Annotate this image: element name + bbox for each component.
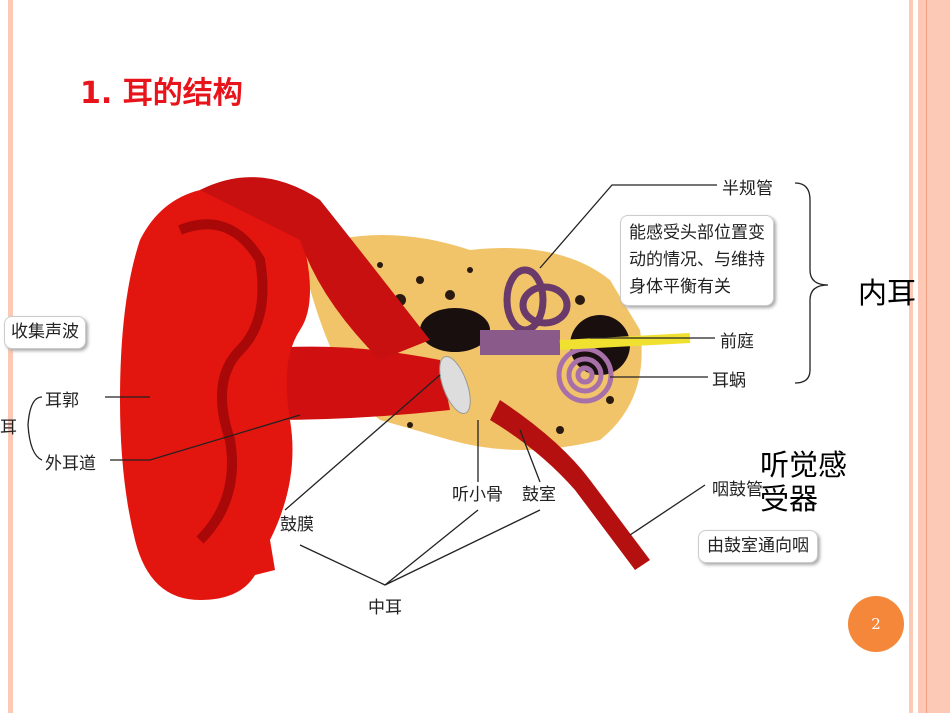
ear-canal	[250, 346, 450, 420]
note-line: 能感受头部位置变	[629, 223, 765, 243]
label-inner-ear: 内耳	[858, 276, 917, 310]
note-line: 动的情况、与维持	[629, 250, 765, 270]
eardrum	[439, 356, 471, 414]
leader-lines	[27, 182, 829, 586]
label-outer-ear: 耳	[0, 418, 17, 438]
slide-title: 1. 耳的结构	[80, 76, 243, 111]
receptor-line: 受器	[760, 482, 819, 516]
label-auditory-receptor: 听觉感 受器	[760, 448, 847, 516]
nerve	[559, 333, 691, 350]
right-border-thin-stripe	[909, 0, 913, 713]
right-border-band	[918, 0, 950, 713]
auricle-inner	[178, 219, 268, 544]
note-line: 身体平衡有关	[629, 277, 731, 297]
label-cochlea: 耳蜗	[712, 371, 746, 391]
receptor-line: 听觉感	[760, 448, 848, 482]
semicircular-note-callout: 能感受头部位置变 动的情况、与维持 身体平衡有关	[620, 215, 774, 306]
label-auricle: 耳郭	[45, 391, 79, 411]
label-tympanic-cavity: 鼓室	[522, 485, 556, 505]
label-semicircular-canals: 半规管	[722, 179, 773, 199]
cochlea	[556, 346, 614, 404]
eustachian-tube	[490, 400, 650, 570]
page-number-badge: 2	[848, 596, 904, 652]
label-ossicles: 听小骨	[452, 485, 503, 505]
collect-sound-callout: 收集声波	[4, 316, 86, 349]
label-vestibule: 前庭	[720, 332, 754, 352]
left-border-stripe	[8, 0, 13, 713]
vestibule	[480, 330, 560, 355]
middle-ear-cavity	[420, 308, 490, 352]
eustachian-note-callout: 由鼓室通向咽	[698, 530, 818, 563]
label-eustachian-tube: 咽鼓管	[712, 480, 763, 500]
right-border-line	[926, 0, 927, 713]
label-middle-ear: 中耳	[368, 598, 402, 618]
label-ear-canal: 外耳道	[45, 454, 96, 474]
label-eardrum: 鼓膜	[280, 515, 314, 535]
muscle-tissue	[200, 177, 430, 360]
auricle	[120, 185, 310, 600]
